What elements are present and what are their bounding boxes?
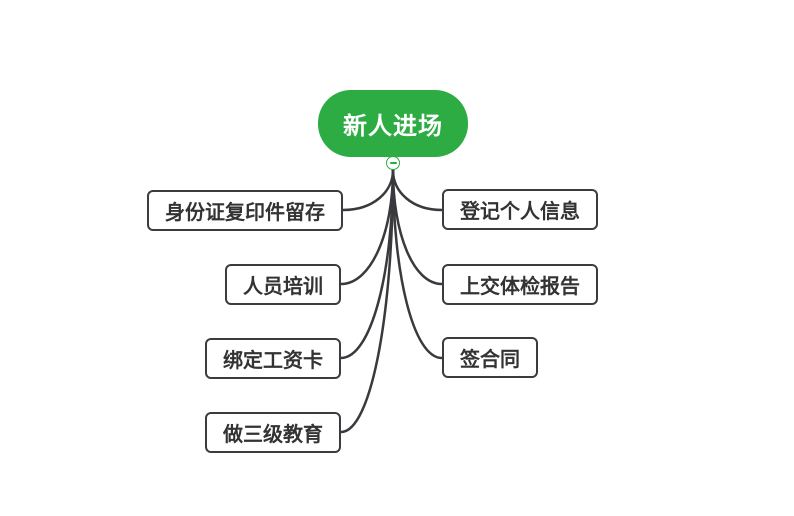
node-label: 登记个人信息 — [460, 201, 580, 223]
root-node-label: 新人进场 — [343, 113, 443, 140]
node-label: 签合同 — [460, 349, 520, 371]
node-sign-contract[interactable]: 签合同 — [442, 337, 538, 378]
node-id-card-copy-retention[interactable]: 身份证复印件留存 — [147, 190, 343, 231]
node-submit-medical-report[interactable]: 上交体检报告 — [442, 264, 598, 305]
collapse-button[interactable] — [386, 156, 400, 170]
connector-line — [341, 168, 395, 212]
connector-line — [391, 168, 444, 212]
node-label: 人员培训 — [243, 276, 323, 298]
root-node[interactable]: 新人进场 — [318, 90, 468, 157]
node-personnel-training[interactable]: 人员培训 — [225, 264, 341, 305]
node-label: 上交体检报告 — [460, 276, 580, 298]
node-register-personal-info[interactable]: 登记个人信息 — [442, 189, 598, 230]
minus-icon — [389, 162, 397, 164]
connector-line — [339, 168, 395, 360]
connector-line — [391, 168, 444, 360]
node-label: 绑定工资卡 — [223, 350, 323, 372]
node-label: 做三级教育 — [223, 424, 323, 446]
connector-line — [339, 168, 395, 434]
node-label: 身份证复印件留存 — [165, 202, 325, 224]
node-three-level-education[interactable]: 做三级教育 — [205, 412, 341, 453]
node-bind-salary-card[interactable]: 绑定工资卡 — [205, 338, 341, 379]
